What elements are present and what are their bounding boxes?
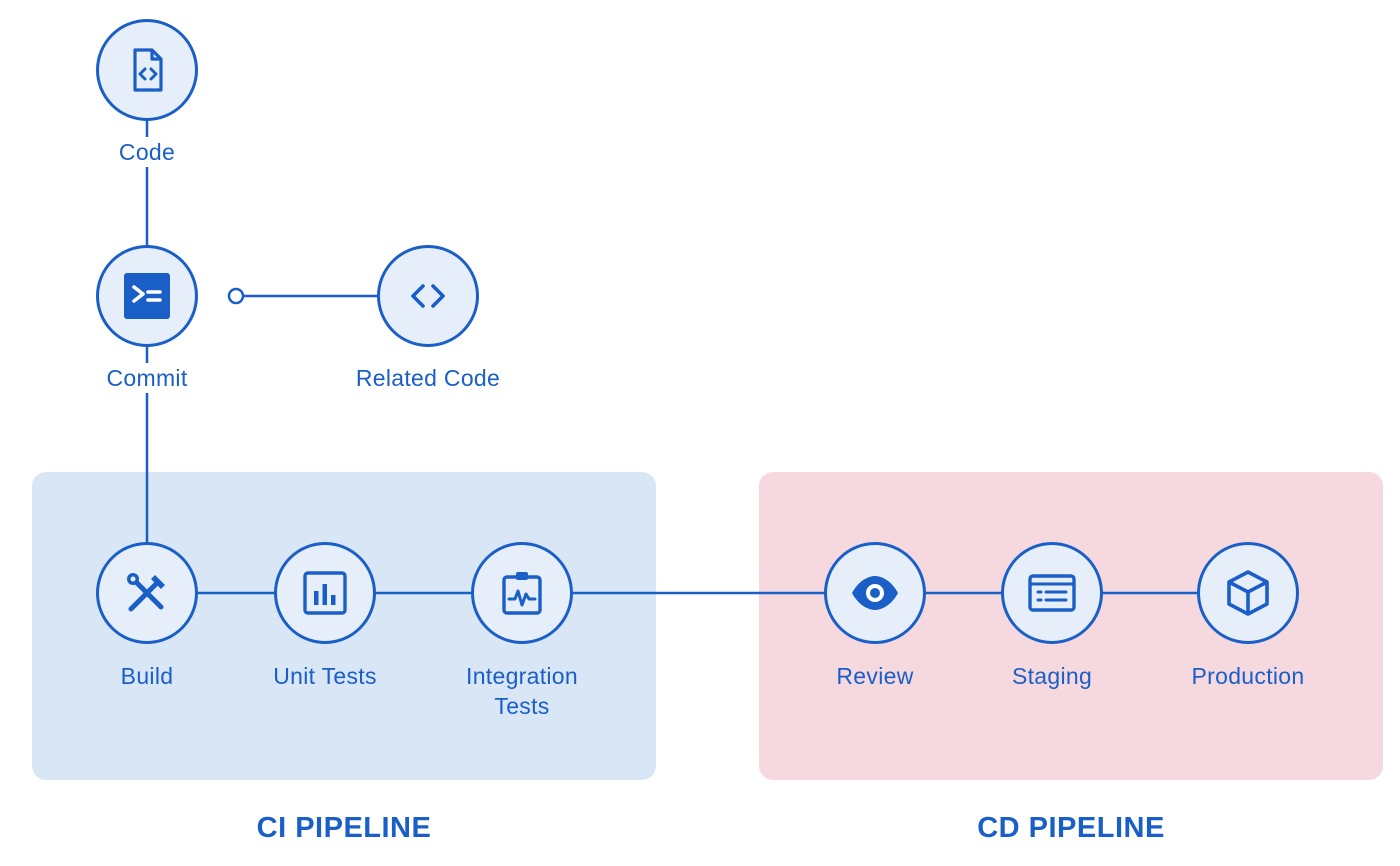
- staging-label: Staging: [1007, 661, 1097, 691]
- connector-junction-dot: [227, 287, 245, 305]
- integration-tests-node[interactable]: [471, 542, 573, 644]
- review-label: Review: [832, 661, 918, 691]
- unit-tests-node[interactable]: [274, 542, 376, 644]
- unit-tests-label: Unit Tests: [269, 661, 381, 691]
- commit-label: Commit: [102, 363, 192, 393]
- production-node[interactable]: [1197, 542, 1299, 644]
- file-code-icon: [133, 48, 163, 92]
- cube-icon: [1227, 570, 1269, 616]
- code-label: Code: [114, 137, 180, 167]
- build-label: Build: [116, 661, 178, 691]
- review-node[interactable]: [824, 542, 926, 644]
- tools-icon: [127, 573, 165, 612]
- integration-tests-label-line1: Integration: [462, 661, 582, 691]
- code-node[interactable]: [96, 19, 198, 121]
- cd-pipeline-title: CD PIPELINE: [977, 812, 1165, 844]
- build-node[interactable]: [96, 542, 198, 644]
- window-list-icon: [1028, 574, 1076, 612]
- integration-tests-label-line2: Tests: [490, 691, 554, 721]
- ci-pipeline-title: CI PIPELINE: [256, 812, 432, 844]
- bar-chart-icon: [303, 571, 347, 615]
- eye-icon: [852, 576, 898, 610]
- staging-node[interactable]: [1001, 542, 1103, 644]
- clipboard-pulse-icon: [502, 572, 542, 615]
- terminal-icon: [124, 273, 170, 319]
- code-brackets-icon: [411, 284, 445, 308]
- production-label: Production: [1187, 661, 1309, 691]
- related-code-node[interactable]: [377, 245, 479, 347]
- commit-node[interactable]: [96, 245, 198, 347]
- related-code-label: Related Code: [351, 363, 505, 393]
